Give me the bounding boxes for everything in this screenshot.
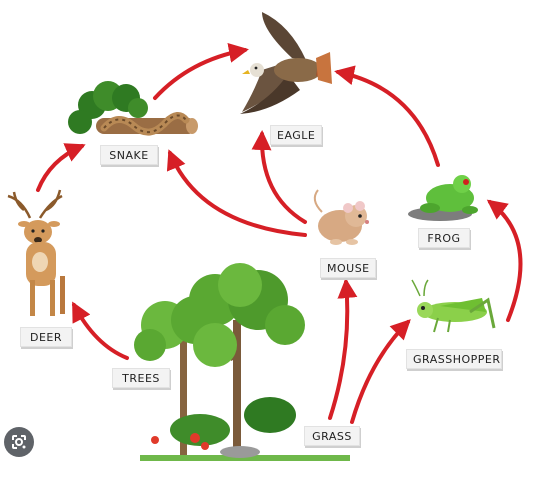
arrow-grass-to-mouse: [328, 278, 358, 420]
label-grass: GRASS: [304, 426, 360, 446]
google-lens-button[interactable]: [4, 427, 34, 457]
label-mouse: MOUSE: [320, 258, 376, 278]
google-lens-icon: [12, 435, 26, 449]
arrow-snake-to-eagle: [153, 43, 249, 100]
snake-illustration: [68, 81, 198, 136]
arrow-grass-to-grasshopper: [350, 319, 411, 424]
arrow-trees-to-deer: [72, 301, 129, 360]
label-deer: DEER: [20, 327, 72, 347]
eagle-illustration: [240, 12, 332, 114]
trees-illustration: [134, 263, 350, 461]
arrow-grasshopper-to-frog: [486, 199, 523, 322]
label-snake: SNAKE: [100, 145, 158, 165]
label-trees: TREES: [112, 368, 170, 388]
grasshopper-illustration: [411, 279, 496, 333]
label-frog: FROG: [418, 228, 470, 248]
label-eagle: EAGLE: [270, 125, 322, 145]
arrow-frog-to-eagle: [334, 65, 440, 167]
deer-illustration: [7, 189, 65, 316]
arrow-mouse-to-snake: [166, 149, 307, 237]
arrows: [36, 43, 523, 424]
arrow-deer-to-snake: [36, 143, 86, 192]
frog-illustration: [408, 175, 478, 221]
mouse-illustration: [313, 189, 369, 245]
arrow-mouse-to-eagle: [251, 130, 307, 224]
label-grasshopper: GRASSHOPPER: [406, 349, 502, 369]
